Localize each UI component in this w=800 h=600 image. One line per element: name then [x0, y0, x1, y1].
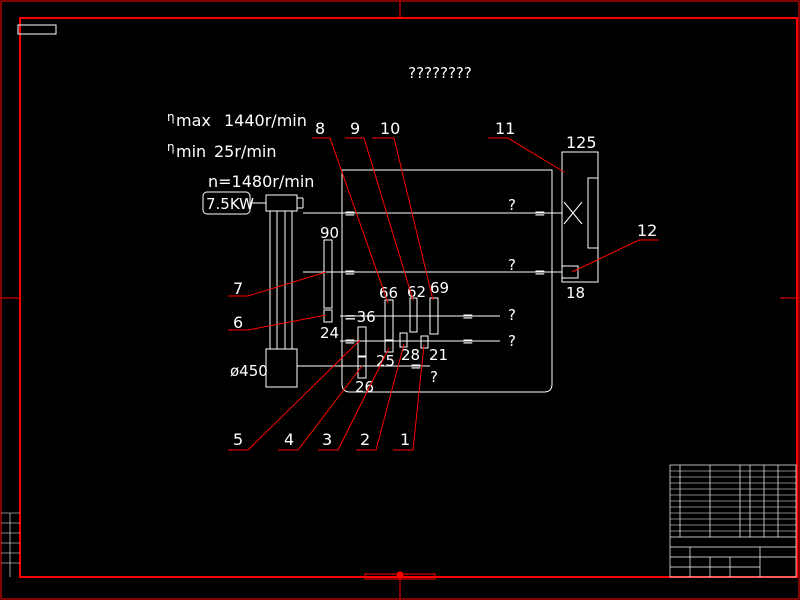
leader-lines [228, 137, 659, 451]
teeth-28: 28 [401, 346, 420, 364]
gearbox-housing [341, 169, 553, 393]
shaft-annotations: = = ? = = ? = = ? = = ? = ? [344, 196, 546, 386]
motor-power: 7.5KW [206, 195, 254, 213]
drawing-title: ???????? [408, 64, 472, 82]
part-number-9: 9 [350, 119, 360, 138]
eq-mark: = [534, 265, 546, 281]
part-numbers: 1 2 3 4 5 6 7 8 9 10 11 12 [233, 119, 657, 449]
gear-25 [384, 339, 394, 353]
eq-mark: = [344, 265, 356, 281]
q-mark: ? [508, 196, 516, 214]
spindle-assembly [561, 151, 599, 283]
leader-11 [488, 137, 565, 173]
n-max-symbol: η [167, 110, 175, 124]
part-number-5: 5 [233, 430, 243, 449]
leader-3 [318, 347, 390, 451]
part-number-8: 8 [315, 119, 325, 138]
part-number-3: 3 [322, 430, 332, 449]
teeth-21: 21 [429, 346, 448, 364]
left-binding-strip [1, 512, 20, 577]
teeth-36: =36 [344, 308, 376, 326]
bottom-center-dot [396, 571, 404, 579]
eq-mark: = [344, 334, 356, 350]
eq-mark: = [344, 206, 356, 222]
teeth-66: 66 [379, 284, 398, 302]
motor-speed: n=1480r/min [208, 172, 314, 191]
part-number-2: 2 [360, 430, 370, 449]
n-max-value: 1440r/min [224, 111, 307, 130]
part-number-6: 6 [233, 313, 243, 332]
teeth-26: 26 [355, 378, 374, 396]
eq-mark: = [534, 206, 546, 222]
part-number-12: 12 [637, 221, 657, 240]
teeth-24: 24 [320, 324, 339, 342]
gears [323, 239, 439, 379]
large-pulley [265, 348, 298, 388]
leader-8 [312, 137, 389, 304]
spindle-flange [587, 177, 599, 249]
part-number-4: 4 [284, 430, 294, 449]
q-mark: ? [430, 368, 438, 386]
n-max-label: max [176, 111, 211, 130]
teeth-125: 125 [566, 133, 597, 152]
part-number-7: 7 [233, 279, 243, 298]
q-mark: ? [508, 256, 516, 274]
bottom-scale-bar [364, 573, 436, 580]
n-min-value: 25r/min [214, 142, 277, 161]
leader-7 [228, 271, 327, 297]
bearing-cross-b [563, 201, 583, 225]
leader-6 [228, 314, 327, 331]
gear-24 [323, 309, 333, 323]
leader-9 [345, 137, 414, 301]
eq-mark: = [410, 359, 422, 375]
leader-5 [228, 339, 361, 451]
title-block [669, 464, 797, 578]
belt-drive [265, 194, 304, 388]
teeth-69: 69 [430, 279, 449, 297]
gear-18 [561, 265, 579, 279]
leader-1 [393, 344, 425, 451]
leader-2 [356, 343, 405, 451]
teeth-62: 62 [407, 283, 426, 301]
n-min-symbol: η [167, 140, 175, 154]
gear-26-lower [357, 355, 367, 379]
part-number-10: 10 [380, 119, 400, 138]
gear-26 [357, 326, 367, 358]
q-mark: ? [508, 306, 516, 324]
eq-mark: = [462, 334, 474, 350]
part-number-11: 11 [495, 119, 515, 138]
q-mark: ? [508, 332, 516, 350]
n-min-label: min [176, 142, 206, 161]
teeth-18: 18 [566, 284, 585, 302]
eq-mark: = [462, 309, 474, 325]
title-block-border [669, 464, 797, 578]
leader-10 [372, 137, 434, 301]
shafts [297, 212, 562, 367]
tooth-counts: 90 24 =36 66 62 69 25 28 21 26 125 18 [320, 133, 597, 396]
pulley-diameter: ø450 [230, 362, 268, 380]
small-pulley [265, 194, 298, 212]
teeth-90: 90 [320, 224, 339, 242]
leader-12 [571, 239, 659, 273]
gear-21 [420, 335, 429, 349]
corner-code-box [17, 24, 57, 35]
gear-66 [384, 299, 394, 341]
eq-mark: = [344, 310, 356, 326]
gear-69 [429, 297, 439, 335]
leader-4 [278, 365, 363, 451]
part-number-1: 1 [400, 430, 410, 449]
gear-90 [323, 239, 333, 309]
gear-62 [409, 297, 418, 333]
